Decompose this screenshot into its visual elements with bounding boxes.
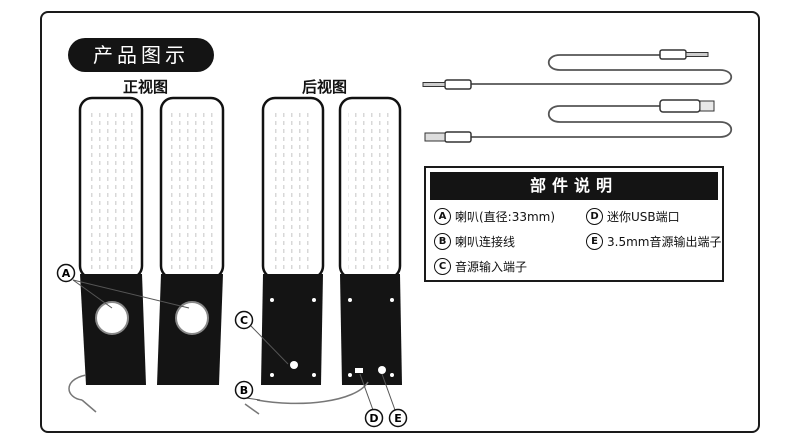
parts-legend: 部件说明 A 喇叭(直径:33mm) B 喇叭连接线 C 音源输入端子 D 迷你… xyxy=(424,166,724,282)
part-item-b: B 喇叭连接线 xyxy=(434,233,515,250)
part-item-d: D 迷你USB端口 xyxy=(586,208,680,225)
front-view-label: 正视图 xyxy=(123,78,169,96)
parts-legend-header: 部件说明 xyxy=(430,172,718,200)
back-speaker-left xyxy=(261,96,325,385)
front-speaker-left xyxy=(78,96,146,385)
part-text: 3.5mm音源输出端子 xyxy=(607,235,722,249)
callout-c-label: C xyxy=(240,314,248,327)
callout-e: E xyxy=(381,373,408,428)
speaker-connection-cables xyxy=(68,374,369,415)
part-text: 喇叭连接线 xyxy=(455,235,516,249)
part-text: 音源输入端子 xyxy=(455,260,528,274)
part-letter: B xyxy=(434,233,451,250)
callout-d: D xyxy=(359,373,384,428)
back-speaker-right xyxy=(338,96,402,385)
part-letter: D xyxy=(586,208,603,225)
page-title: 产品图示 xyxy=(68,38,214,72)
part-letter: C xyxy=(434,258,451,275)
part-item-a: A 喇叭(直径:33mm) xyxy=(434,208,555,225)
callout-a-label: A xyxy=(62,267,71,280)
callout-c: C xyxy=(234,310,289,365)
part-text: 迷你USB端口 xyxy=(607,210,680,224)
callout-b: B xyxy=(234,380,261,401)
part-letter: A xyxy=(434,208,451,225)
part-letter: E xyxy=(586,233,603,250)
callout-b-label: B xyxy=(240,384,248,397)
front-speaker-right xyxy=(157,96,225,385)
part-item-e: E 3.5mm音源输出端子 xyxy=(586,233,721,250)
callout-e-label: E xyxy=(394,412,402,425)
callout-a: A xyxy=(56,263,190,309)
usb-cable xyxy=(424,99,733,143)
back-view-label: 后视图 xyxy=(302,78,348,96)
audio-cable xyxy=(422,49,733,90)
callout-d-label: D xyxy=(369,412,378,425)
part-text: 喇叭(直径:33mm) xyxy=(455,210,556,224)
part-item-c: C 音源输入端子 xyxy=(434,258,527,275)
